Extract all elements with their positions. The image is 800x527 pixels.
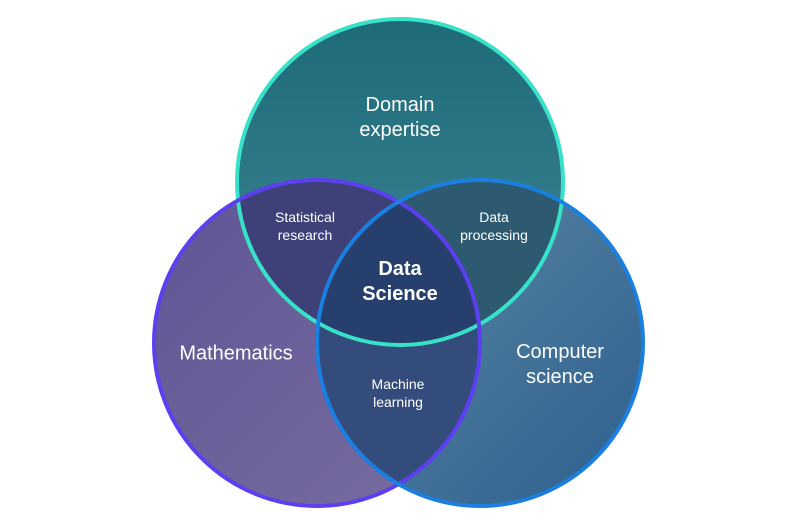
statistical-research-label: Statistical research bbox=[275, 209, 335, 243]
domain-circle-outline bbox=[235, 17, 565, 347]
mathematics-label: Mathematics bbox=[179, 342, 293, 365]
computer-science-circle-outline bbox=[315, 178, 645, 508]
data-processing-label: Data processing bbox=[460, 209, 528, 243]
domain-expertise-label: Domain expertise bbox=[359, 94, 441, 141]
data-science-label: Data Science bbox=[362, 258, 438, 305]
machine-learning-label: Machine learning bbox=[371, 376, 425, 410]
mathematics-circle-outline bbox=[152, 178, 482, 508]
center-overlap bbox=[317, 180, 480, 345]
computer-science-label: Computer science bbox=[516, 341, 604, 388]
